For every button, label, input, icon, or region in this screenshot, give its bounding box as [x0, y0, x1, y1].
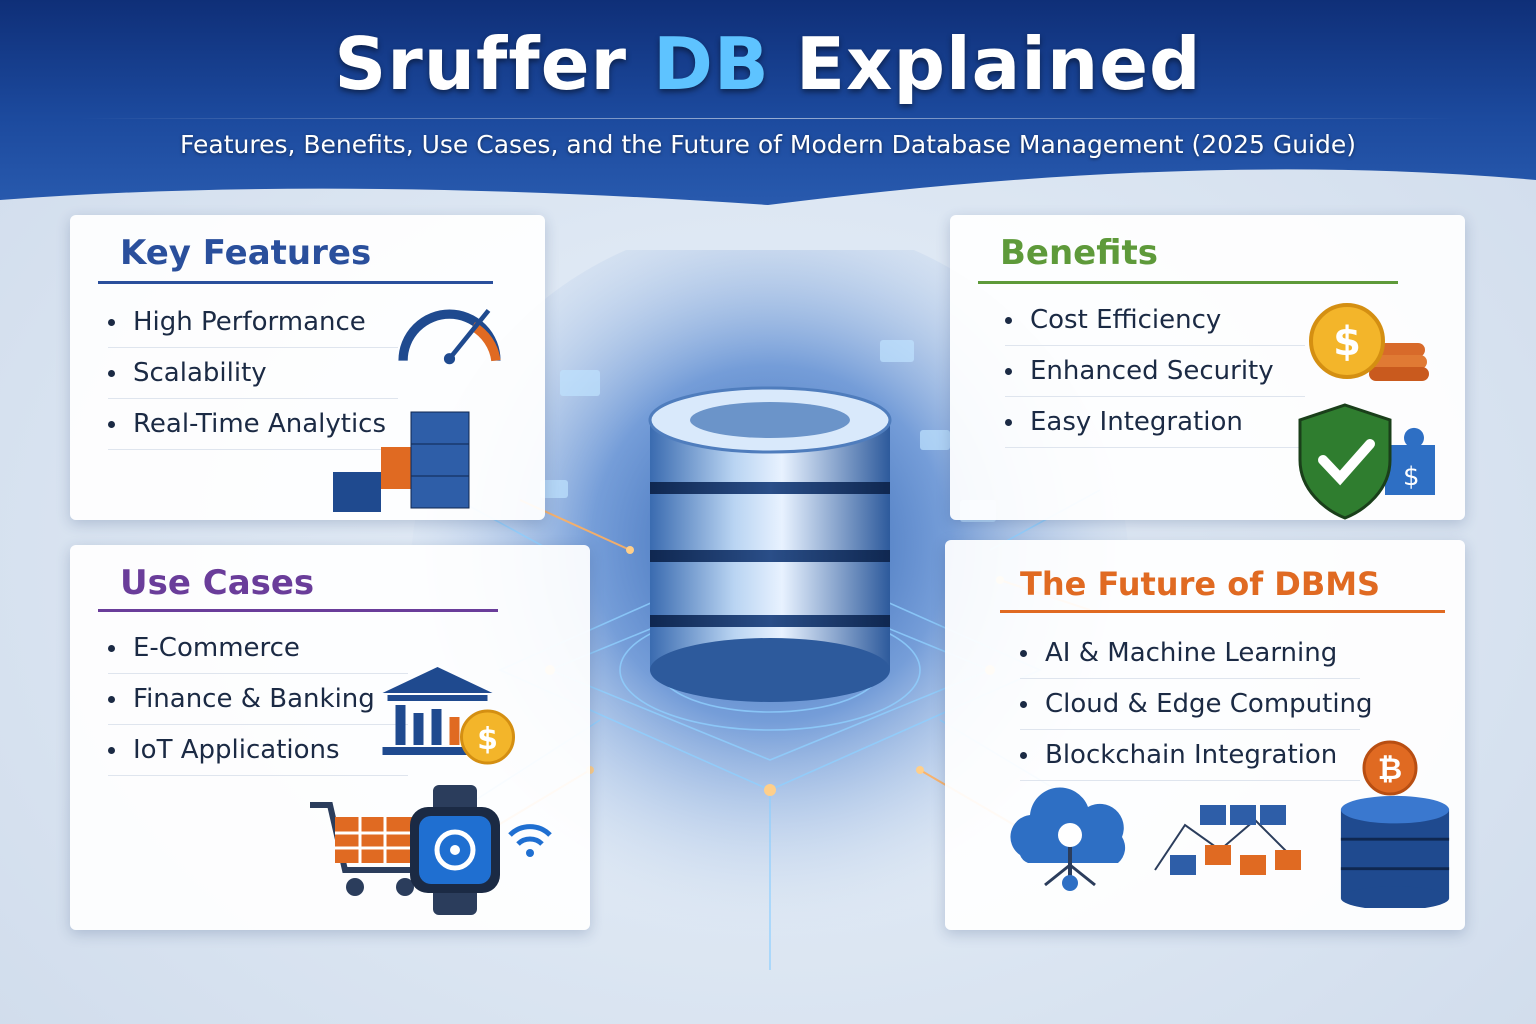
shopping-cart-icon [310, 802, 415, 896]
panel-title-benefits: Benefits [1000, 233, 1158, 273]
panel-rule-benefits [978, 281, 1398, 284]
blockchain-nodes-icon [1154, 805, 1301, 875]
panel-title-future: The Future of DBMS [1020, 565, 1381, 603]
panel-use-cases: Use Cases E-Commerce Finance & Banking I… [70, 545, 590, 930]
list-item: AI & Machine Learning [1020, 628, 1360, 679]
list-item-label: Cost Efficiency [1030, 305, 1222, 335]
list-item: Cost Efficiency [1005, 295, 1305, 346]
list-item-label: Easy Integration [1030, 407, 1243, 437]
speedometer-icon [398, 308, 501, 365]
list-item-label: Blockchain Integration [1045, 740, 1338, 770]
list-item: Scalability [108, 348, 398, 399]
list-item: Cloud & Edge Computing [1020, 679, 1373, 730]
database-icon [1340, 795, 1450, 908]
panel-rule-future [1000, 610, 1445, 613]
smartwatch-icon [410, 785, 500, 915]
list-item: E-Commerce [108, 623, 408, 674]
title-accent: DB [653, 22, 770, 106]
bitcoin-icon: ₿ [1362, 740, 1418, 796]
list-item: Real-Time Analytics [108, 399, 398, 450]
title-part-1: Sruffer [334, 22, 654, 106]
panel-key-features: Key Features High Performance Scalabilit… [70, 215, 545, 520]
coin-icon: $ [1309, 303, 1429, 381]
future-list: AI & Machine Learning Cloud & Edge Compu… [1020, 628, 1373, 781]
server-stack-icon [333, 411, 470, 512]
list-item: Easy Integration [1005, 397, 1305, 448]
svg-text:$: $ [1333, 319, 1361, 365]
subtitle-divider [78, 118, 1458, 119]
page-subtitle: Features, Benefits, Use Cases, and the F… [179, 130, 1357, 159]
wifi-icon [508, 824, 552, 857]
list-item-label: Scalability [133, 358, 267, 388]
list-item: Blockchain Integration [1020, 730, 1360, 781]
shield-check-icon: $ [1298, 403, 1435, 520]
title-part-2: Explained [769, 22, 1202, 106]
bank-icon: $ [382, 667, 515, 765]
use-cases-list: E-Commerce Finance & Banking IoT Applica… [108, 623, 408, 776]
list-item-label: High Performance [133, 307, 366, 337]
svg-text:$: $ [477, 722, 498, 757]
svg-text:$: $ [1403, 462, 1420, 492]
panel-rule-key-features [98, 281, 493, 284]
page-title: Sruffer DB Explained [0, 22, 1536, 106]
panel-benefits: Benefits Cost Efficiency Enhanced Securi… [950, 215, 1465, 520]
list-item-label: Finance & Banking [133, 684, 375, 714]
list-item-label: Cloud & Edge Computing [1045, 689, 1373, 719]
list-item-label: IoT Applications [133, 735, 340, 765]
list-item-label: Real-Time Analytics [133, 409, 387, 439]
svg-text:₿: ₿ [1378, 752, 1402, 787]
list-item: IoT Applications [108, 725, 408, 776]
list-item: Finance & Banking [108, 674, 408, 725]
cloud-ai-icon [1010, 787, 1126, 891]
panel-rule-use-cases [98, 609, 498, 612]
list-item-label: E-Commerce [133, 633, 300, 663]
benefits-list: Cost Efficiency Enhanced Security Easy I… [1005, 295, 1305, 448]
key-features-list: High Performance Scalability Real-Time A… [108, 297, 398, 450]
list-item: High Performance [108, 297, 398, 348]
panel-future: The Future of DBMS AI & Machine Learning… [945, 540, 1465, 930]
panel-title-use-cases: Use Cases [120, 563, 315, 603]
list-item: Enhanced Security [1005, 346, 1305, 397]
panel-title-key-features: Key Features [120, 233, 372, 273]
list-item-label: AI & Machine Learning [1045, 638, 1338, 668]
list-item-label: Enhanced Security [1030, 356, 1274, 386]
